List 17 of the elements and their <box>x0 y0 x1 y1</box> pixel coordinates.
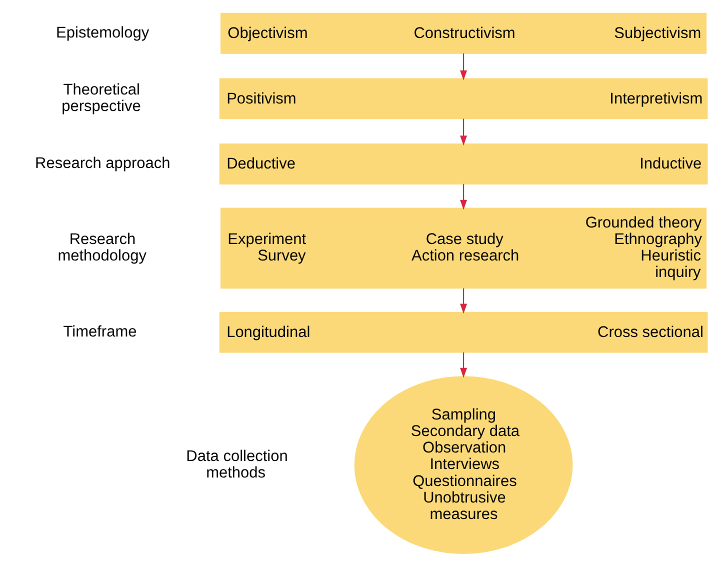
arrow <box>460 288 468 314</box>
node-box: Objectivism Constructivism Subjectivism <box>220 12 707 54</box>
arrow <box>460 352 468 378</box>
node-box: Experiment Survey Case study Action research Grounded theory Ethnography Heuristic inquiry <box>220 208 707 289</box>
arrow <box>460 53 468 80</box>
label: Epistemology <box>56 24 150 42</box>
node-ellipse: Sampling Secondary data Observation Interviews Questionnaires Unobtrusive measures <box>354 376 573 554</box>
arrow <box>460 118 468 146</box>
node-box: Deductive Inductive <box>219 144 708 184</box>
node-box: Positivism Interpretivism <box>219 78 708 120</box>
label: Theoretical perspective <box>62 81 141 116</box>
label: Research approach <box>35 155 170 172</box>
node-box: Longitudinal Cross sectional <box>219 312 708 353</box>
arrow <box>460 184 468 210</box>
label: Timeframe <box>63 323 137 340</box>
label: Data collection methods <box>186 448 288 482</box>
label: Research methodology <box>58 230 146 265</box>
